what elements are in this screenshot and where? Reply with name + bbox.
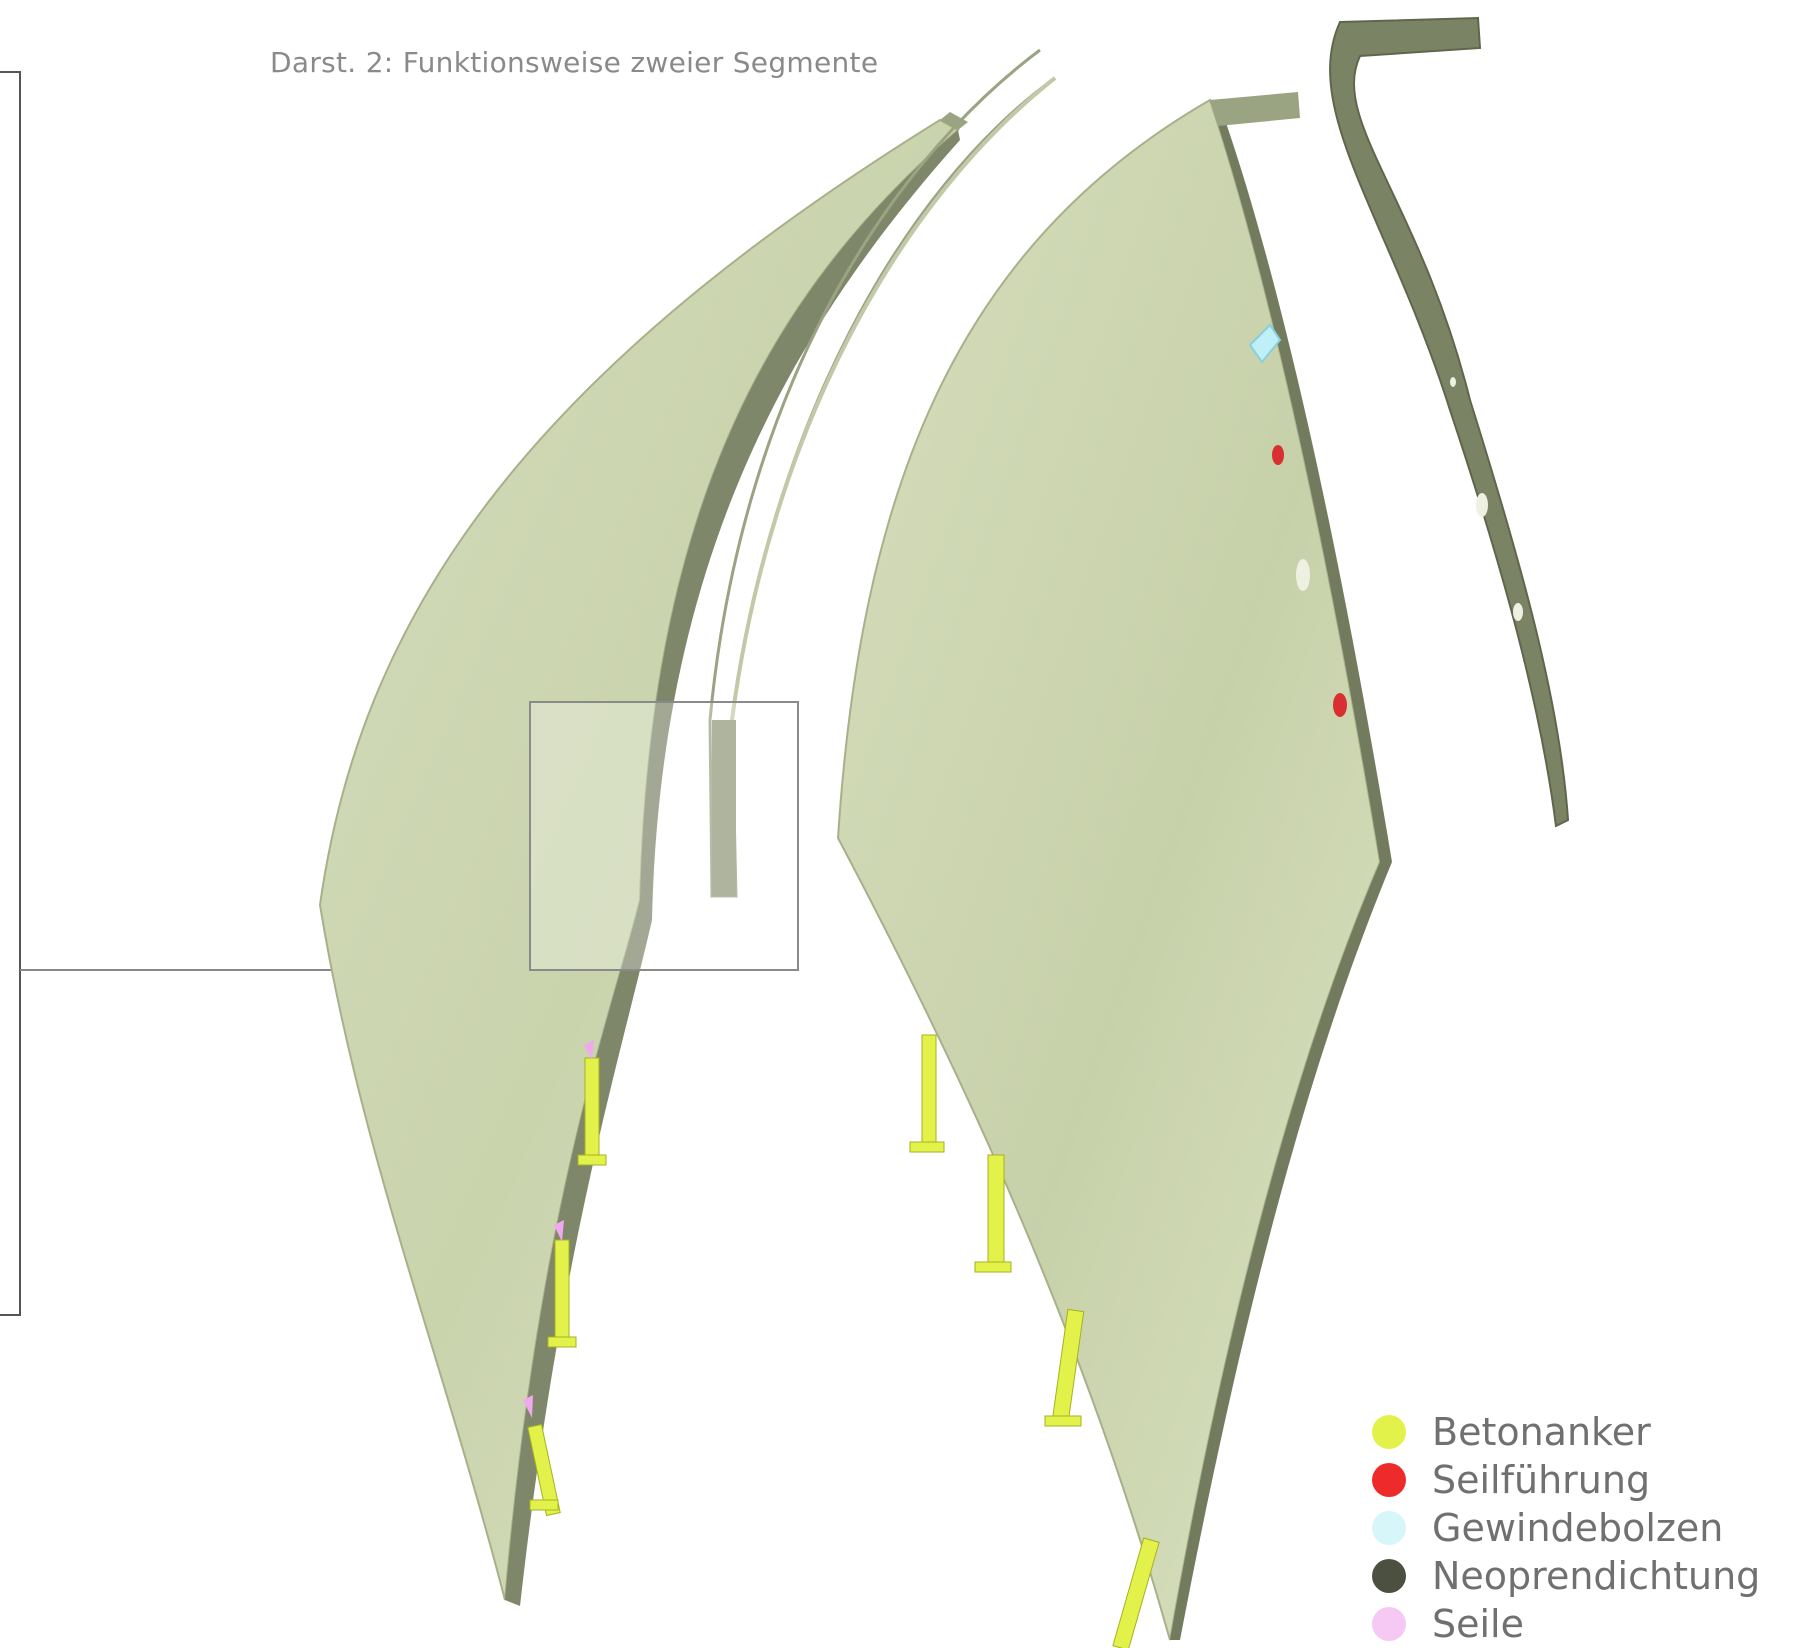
concrete-anchor: [910, 1035, 944, 1152]
legend-dot-icon: [1372, 1463, 1406, 1497]
legend-item-cable-guide: Seilführung: [1372, 1456, 1760, 1504]
legend-dot-icon: [1372, 1511, 1406, 1545]
legend-label: Betonanker: [1432, 1410, 1651, 1454]
legend-dot-icon: [1372, 1415, 1406, 1449]
cable-guide-hole-lower: [1333, 693, 1347, 717]
legend-dot-icon: [1372, 1559, 1406, 1593]
right-shell-segment: [838, 92, 1392, 1640]
figure-title: Darst. 2: Funktionsweise zweier Segmente: [270, 46, 878, 79]
legend-item-concrete-anchor: Betonanker: [1372, 1408, 1760, 1456]
legend-item-neoprene-seal: Neoprendichtung: [1372, 1552, 1760, 1600]
legend-label: Neoprendichtung: [1432, 1554, 1760, 1598]
legend-label: Seilführung: [1432, 1458, 1650, 1502]
legend-label: Gewindebolzen: [1432, 1506, 1723, 1550]
cable-guide-hole-upper: [1272, 445, 1284, 465]
bolt-hole: [1296, 559, 1310, 591]
legend-dot-icon: [1372, 1607, 1406, 1641]
legend-label: Seile: [1432, 1602, 1524, 1646]
legend-item-threaded-bolt: Gewindebolzen: [1372, 1504, 1760, 1552]
detail-box: [530, 702, 798, 970]
neoprene-seal-strip: [1330, 18, 1568, 826]
concrete-anchor: [1113, 1538, 1159, 1648]
detail-bracket-frame: [0, 72, 20, 1315]
legend-item-cables: Seile: [1372, 1600, 1760, 1648]
legend: Betonanker Seilführung Gewindebolzen Neo…: [1372, 1408, 1760, 1648]
